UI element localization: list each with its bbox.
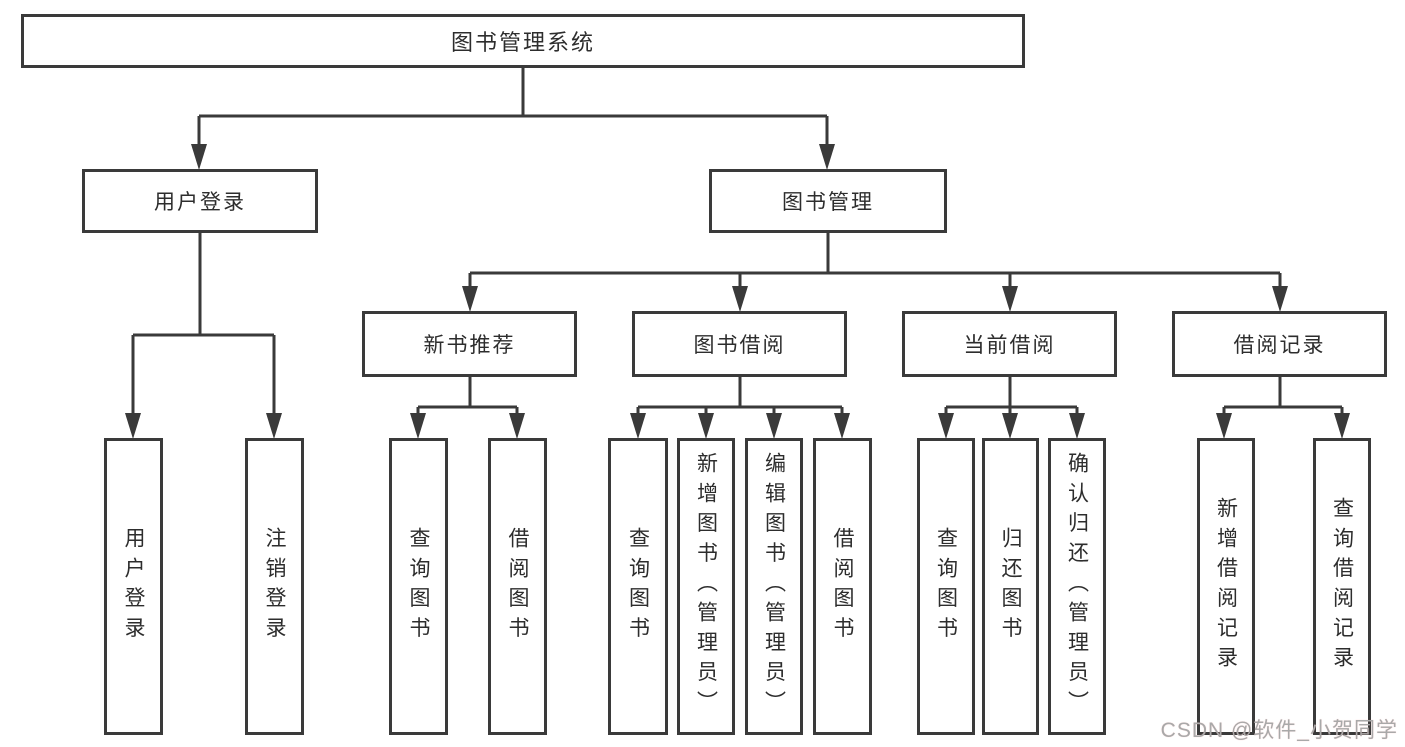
leaf-logout-login: 注销登录: [245, 438, 304, 735]
arrow-down-icon: [938, 413, 954, 439]
arrow-down-icon: [766, 413, 782, 439]
arrow-down-icon: [630, 413, 646, 439]
leaf-current-return-books: 归还图书: [982, 438, 1039, 735]
arrow-down-icon: [1002, 286, 1018, 312]
leaf-user-login: 用户登录: [104, 438, 163, 735]
node-label: 用户登录: [154, 191, 246, 214]
node-current-borrow: 当前借阅: [902, 311, 1117, 377]
node-label: 图书借阅: [693, 334, 786, 357]
leaf-current-query-books: 查询图书: [917, 438, 975, 735]
leaf-borrow-add-books-admin: 新增图书（管理员）: [677, 438, 735, 735]
connector-new-book-recommend-children: [416, 377, 519, 415]
node-book-borrow: 图书借阅: [632, 311, 847, 377]
connector-current-borrow-children: [944, 377, 1079, 415]
leaf-recommend-query-books: 查询图书: [389, 438, 448, 735]
node-label: 借阅图书: [831, 526, 854, 647]
node-borrow-records: 借阅记录: [1172, 311, 1387, 377]
node-label: 新增借阅记录: [1214, 497, 1238, 676]
node-label: 查询图书: [626, 526, 650, 647]
arrow-down-icon: [1216, 413, 1232, 439]
node-label: 查询借阅记录: [1330, 497, 1354, 676]
node-label: 新书推荐: [423, 334, 516, 357]
node-new-book-recommend: 新书推荐: [362, 311, 577, 377]
node-label: 图书管理系统: [450, 30, 595, 55]
arrow-down-icon: [1069, 413, 1085, 439]
arrow-down-icon: [462, 286, 478, 312]
node-user-login: 用户登录: [82, 169, 318, 233]
node-system-root: 图书管理系统: [21, 14, 1025, 68]
arrow-down-icon: [819, 144, 835, 170]
node-label: 编辑图书（管理员）: [762, 452, 786, 721]
connector-user-login-children: [131, 232, 276, 415]
arrow-down-icon: [698, 413, 714, 439]
leaf-current-confirm-return-admin: 确认归还（管理员）: [1048, 438, 1106, 735]
node-label: 注销登录: [263, 526, 286, 647]
arrow-down-icon: [834, 413, 850, 439]
node-label: 图书管理: [782, 191, 874, 214]
arrow-down-icon: [1002, 413, 1018, 439]
node-label: 归还图书: [999, 526, 1022, 647]
arrow-down-icon: [266, 413, 282, 439]
arrow-down-icon: [410, 413, 426, 439]
node-label: 新增图书（管理员）: [694, 452, 718, 721]
node-label: 借阅图书: [506, 526, 529, 647]
arrow-down-icon: [1272, 286, 1288, 312]
arrow-down-icon: [732, 286, 748, 312]
connector-book-borrow-children: [636, 377, 844, 415]
leaf-borrow-query-books: 查询图书: [608, 438, 668, 735]
leaf-records-add-record: 新增借阅记录: [1197, 438, 1255, 735]
connector-borrow-records-children: [1222, 377, 1344, 415]
node-label: 查询图书: [407, 526, 430, 647]
leaf-borrow-borrow-books: 借阅图书: [813, 438, 872, 735]
csdn-watermark: CSDN @软件_小贺同学: [1160, 719, 1398, 742]
leaf-records-query-record: 查询借阅记录: [1313, 438, 1371, 735]
connector-root-to-level2: [197, 68, 829, 146]
node-label: 用户登录: [122, 526, 145, 647]
connector-book-management-children: [468, 233, 1282, 288]
node-label: 借阅记录: [1233, 334, 1326, 357]
node-label: 确认归还（管理员）: [1065, 452, 1089, 721]
node-label: 查询图书: [934, 526, 958, 647]
arrow-down-icon: [125, 413, 141, 439]
arrow-down-icon: [509, 413, 525, 439]
arrow-down-icon: [191, 144, 207, 170]
node-label: 当前借阅: [963, 334, 1056, 357]
leaf-recommend-borrow-books: 借阅图书: [488, 438, 547, 735]
leaf-borrow-edit-books-admin: 编辑图书（管理员）: [745, 438, 803, 735]
node-book-management: 图书管理: [709, 169, 947, 233]
arrow-down-icon: [1334, 413, 1350, 439]
